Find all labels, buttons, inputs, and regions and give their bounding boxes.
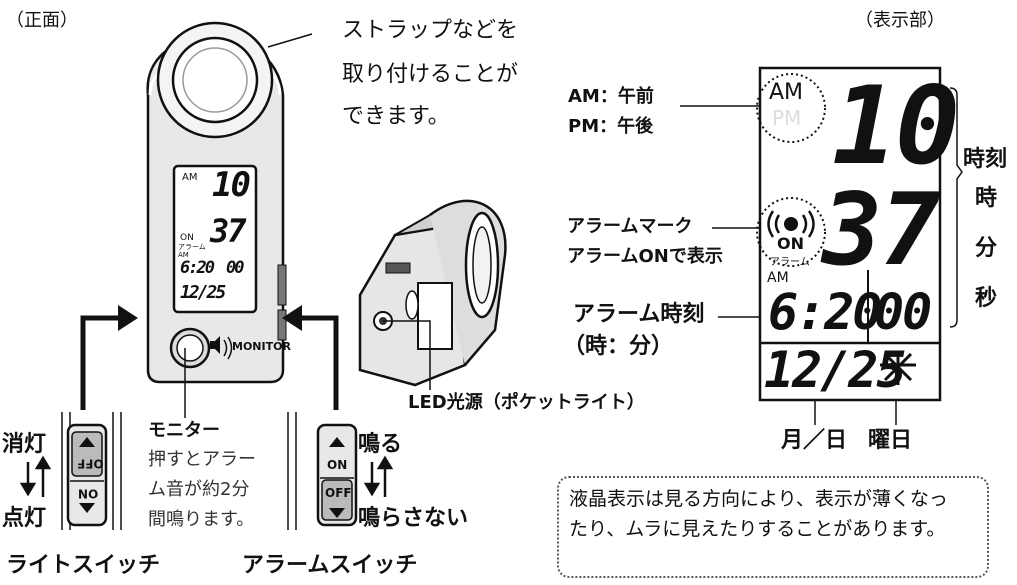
small-lcd-alarm-text: アラーム [178, 243, 206, 251]
strap-note-line-1: ストラップなどを [342, 18, 519, 43]
switch-arrows [19, 455, 394, 497]
monitor-desc-2: ム音が約2分 [148, 479, 250, 500]
light-switch-caption: ライトスイッチ [6, 553, 161, 578]
alarm-time-desc: （時：分） [563, 334, 674, 359]
monitor-desc-1: 押すとアラー [148, 449, 256, 470]
alarm-switch-illustration [287, 412, 358, 530]
small-lcd-hour: 10 [212, 165, 251, 205]
strap-note-line-3: できます。 [342, 104, 450, 129]
small-lcd-on: ON [180, 233, 194, 243]
lcd-hour: 10 [832, 64, 960, 189]
alarm-on-label: 鳴る [358, 432, 403, 457]
monitor-desc-3: 間鳴ります。 [148, 509, 255, 530]
lcd-note-box: 液晶表示は見る方向により、表示が薄くなっ たり、ムラに見えたりすることがあります… [557, 476, 989, 578]
arrows [80, 305, 339, 410]
small-lcd-minute: 37 [210, 212, 247, 250]
lcd-panel [756, 66, 942, 402]
small-lcd-alarm-am: AM [178, 251, 189, 259]
label-fun: 分 [975, 236, 998, 261]
led-label: LED光源（ポケットライト） [408, 392, 645, 413]
small-lcd-date: 12/25 [180, 282, 226, 303]
small-lcd-alarm-time: 6:20 [180, 258, 215, 278]
lcd-on: ON [777, 234, 804, 253]
label-ji: 時 [975, 186, 998, 211]
lcd-date: 12/25 [764, 341, 907, 399]
label-month-day: 月／日 [781, 428, 848, 453]
light-on-label: 点灯 [2, 506, 47, 531]
alarm-switch-bottom-text: OFF [325, 486, 352, 500]
lcd-alarm-time: 6:20 [768, 283, 882, 341]
monitor-button-label: MONITOR [232, 340, 291, 353]
alarm-mark-label: アラームマーク [567, 216, 693, 237]
pm-label: PM：午後 [568, 116, 654, 137]
device-side [358, 199, 507, 387]
alarm-switch-caption: アラームスイッチ [242, 553, 418, 578]
light-switch-bottom-text: ON [78, 486, 99, 501]
lcd-alarm-text: アラーム [770, 257, 810, 268]
alarm-off-label: 鳴らさない [358, 506, 469, 531]
alarm-switch-top-text: ON [327, 458, 348, 472]
alarm-mark-desc: アラームONで表示 [567, 246, 723, 267]
label-jikoku: 時刻 [963, 147, 1008, 172]
am-label: AM：午前 [568, 86, 654, 107]
light-off-label: 消灯 [2, 432, 47, 457]
light-switch-illustration [61, 412, 122, 530]
display-title: （表示部） [855, 10, 945, 31]
small-lcd-seconds: 00 [226, 258, 245, 278]
lcd-am: AM [769, 80, 804, 105]
device-front [146, 21, 287, 384]
strap-note-line-2: 取り付けることが [342, 62, 519, 87]
front-title: （正面） [6, 10, 78, 31]
label-weekday: 曜日 [868, 428, 913, 453]
lcd-minute: 37 [822, 171, 940, 288]
weekday-icon [880, 352, 916, 385]
monitor-title: モニター [148, 420, 220, 441]
light-switch-top-text: OFF [77, 456, 104, 471]
lcd-pm: PM [772, 106, 802, 130]
small-lcd-am: AM [182, 172, 198, 183]
lcd-alarm-am: AM [767, 270, 789, 286]
label-byo: 秒 [975, 286, 998, 311]
alarm-time-label: アラーム時刻 [573, 302, 705, 327]
lcd-seconds: 00 [874, 283, 932, 341]
lcd-note-line-1: 液晶表示は見る方向により、表示が薄くなっ [569, 488, 948, 510]
lcd-note-line-2: たり、ムラに見えたりすることがあります。 [569, 518, 946, 541]
